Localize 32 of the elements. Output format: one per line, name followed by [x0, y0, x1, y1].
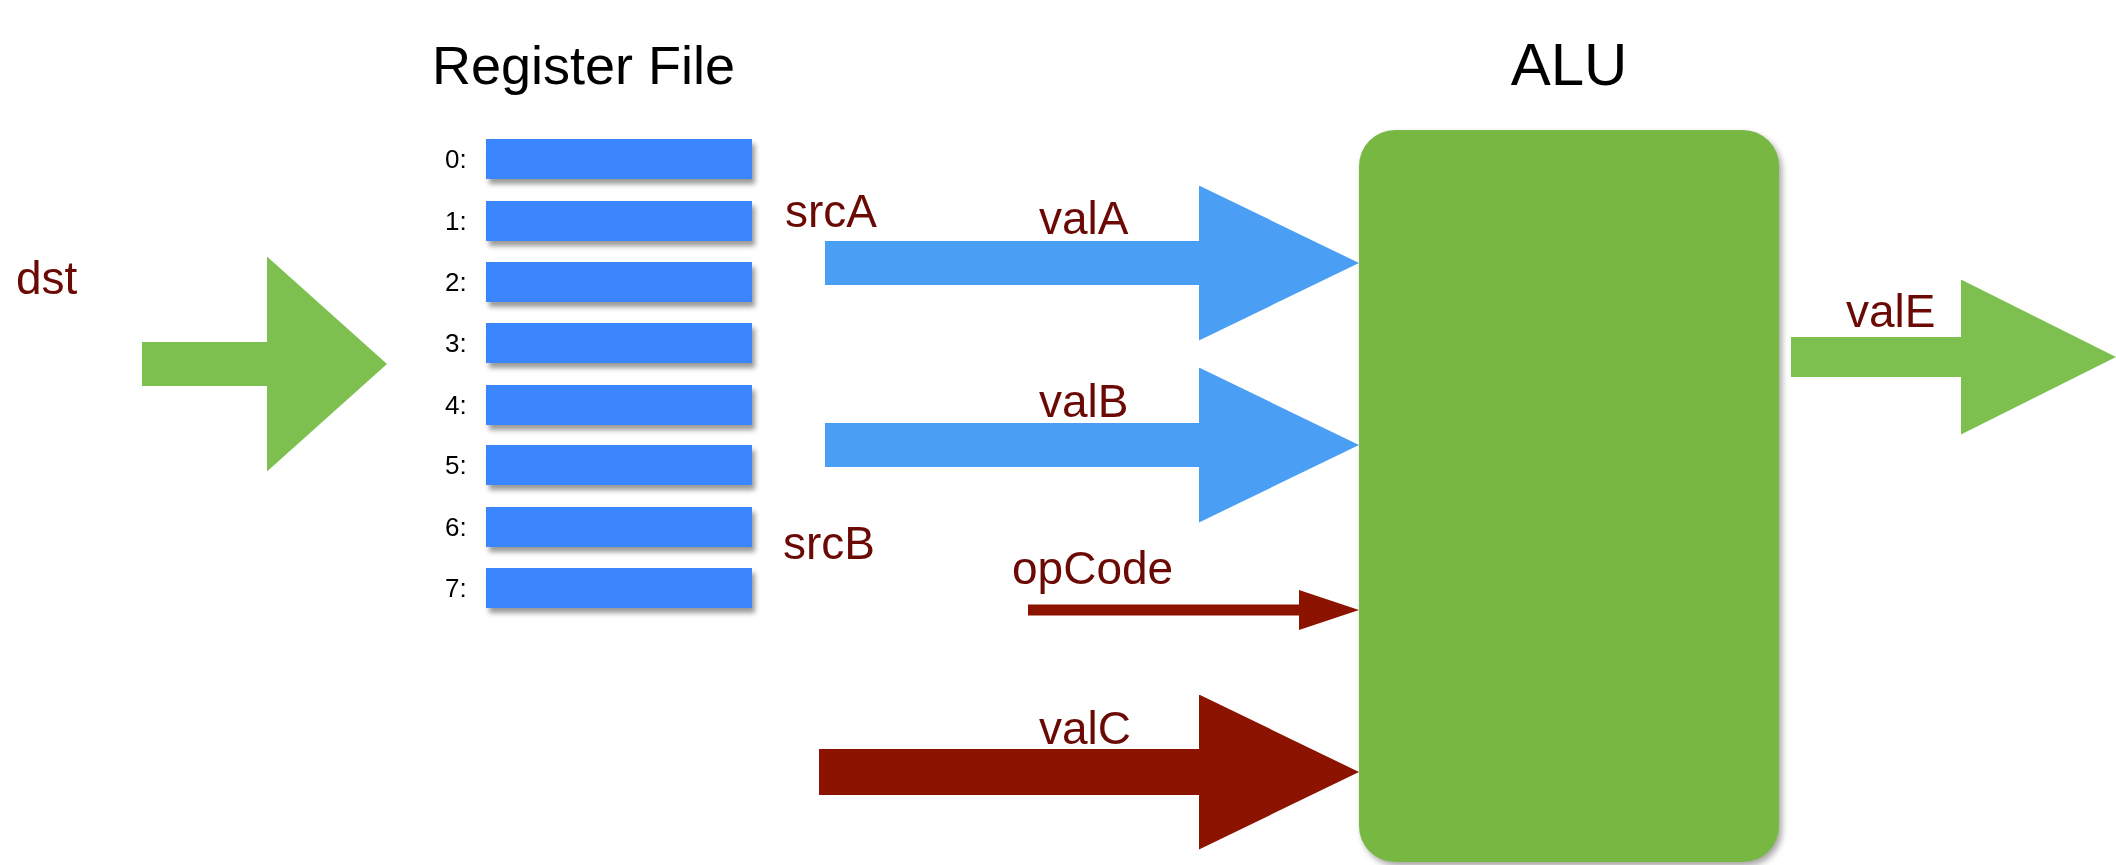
edge-label: valA — [1039, 191, 1129, 246]
register-bar — [486, 262, 752, 302]
register-index-label: 1: — [445, 205, 467, 238]
register-index-label: 4: — [445, 389, 467, 422]
arrow — [819, 694, 1359, 850]
register-bar — [486, 445, 752, 485]
register-index-label: 7: — [445, 572, 467, 605]
register-index-label: 5: — [445, 449, 467, 482]
register-bar — [486, 201, 752, 241]
arrow — [142, 256, 387, 472]
register-bar — [486, 507, 752, 547]
port-label: srcB — [783, 516, 875, 571]
edge-label: valE — [1846, 284, 1936, 339]
register-bar — [486, 385, 752, 425]
register-index-label: 0: — [445, 143, 467, 176]
edge-label: opCode — [1012, 541, 1174, 596]
edge-label: valC — [1039, 701, 1132, 756]
edge-label: valB — [1039, 374, 1129, 429]
register-index-label: 6: — [445, 511, 467, 544]
arrow — [1791, 279, 2116, 435]
register-index-label: 2: — [445, 266, 467, 299]
port-label: srcA — [785, 184, 877, 239]
arrow — [825, 367, 1359, 523]
alu-title: ALU — [1510, 30, 1628, 100]
register-index-label: 3: — [445, 327, 467, 360]
edge-label: dst — [16, 251, 78, 306]
register-bar — [486, 568, 752, 608]
arrow — [825, 185, 1359, 341]
arrow — [1028, 590, 1359, 630]
register-bar — [486, 323, 752, 363]
register-file-title: Register File — [432, 34, 736, 97]
register-bar — [486, 139, 752, 179]
